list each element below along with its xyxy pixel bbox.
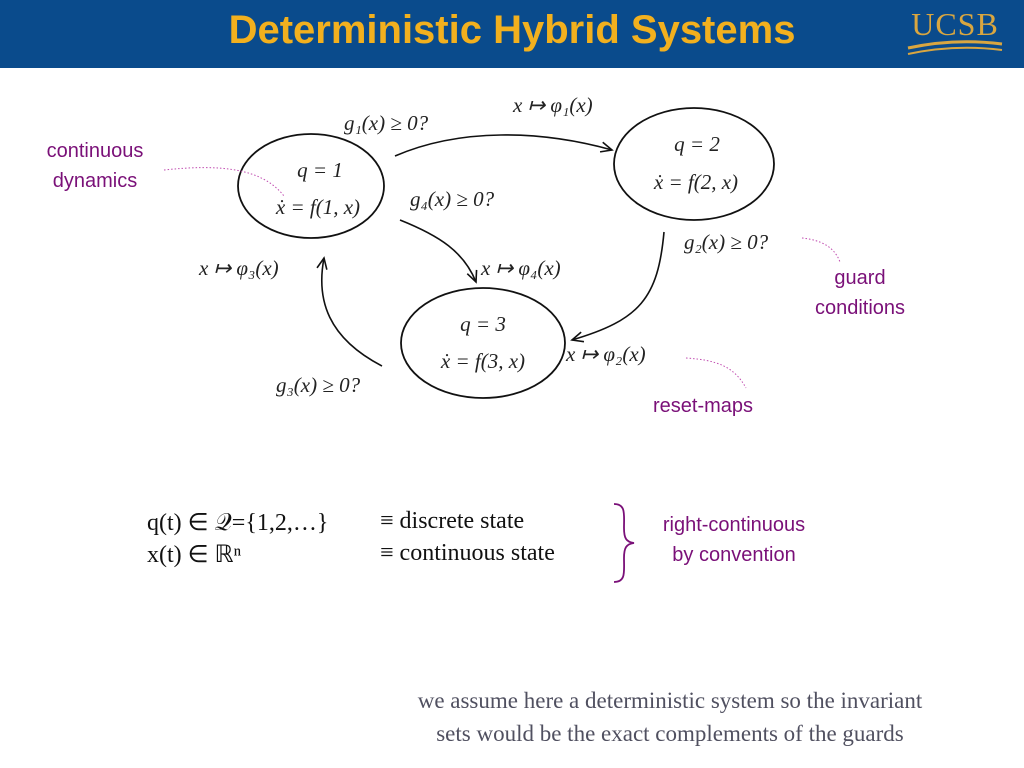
guard-g1: g₁(x) ≥ 0? (344, 111, 429, 135)
reset-phi3: x ↦ φ₃(x) (198, 256, 279, 280)
logo-text: UCSB (911, 6, 999, 42)
annotation-reset-maps: reset-maps (652, 395, 754, 417)
continuous-state-lhs: x(t) ∈ ℝⁿ (147, 542, 242, 568)
node-q1 (237, 133, 385, 239)
brace-icon (613, 503, 635, 583)
continuous-state-rhs: ≡ continuous state (380, 540, 555, 566)
annotation-right-continuous-line2: by convention (672, 544, 796, 566)
leader-continuous-dynamics (163, 167, 285, 197)
reset-phi1: x ↦ φ₁(x) (512, 93, 593, 117)
slide-title: Deterministic Hybrid Systems (228, 8, 796, 52)
logo-swoosh-icon (907, 40, 1003, 55)
guard-g4: g₄(x) ≥ 0? (410, 187, 495, 211)
discrete-state-lhs: q(t) ∈ 𝒬={1,2,…} (147, 510, 329, 536)
node-q1-dynamics: ẋ = f(1, x) (275, 195, 360, 219)
node-q2-dynamics: ẋ = f(2, x) (653, 170, 738, 194)
guard-g2: g₂(x) ≥ 0? (684, 230, 769, 254)
annotation-continuous-dynamics: continuous dynamics (30, 136, 160, 196)
node-q3-dynamics: ẋ = f(3, x) (440, 349, 525, 373)
edge-q1-q2 (394, 134, 614, 157)
annotation-right-continuous: right-continuous by convention (644, 510, 824, 570)
reset-phi4: x ↦ φ₄(x) (480, 256, 561, 280)
annotation-continuous-line1: continuous (46, 140, 144, 162)
edge-q3-q1 (316, 256, 383, 367)
leader-reset-maps (685, 357, 747, 389)
footer-line2: sets would be the exact complements of t… (436, 721, 904, 746)
annotation-continuous-line2: dynamics (52, 170, 138, 192)
footer-note: we assume here a deterministic system so… (340, 684, 1000, 750)
discrete-state-rhs: ≡ discrete state (380, 508, 525, 534)
hybrid-automaton-diagram: q = 1 ẋ = f(1, x) q = 2 ẋ = f(2, x) q = … (163, 93, 841, 399)
footer-line1: we assume here a deterministic system so… (417, 688, 923, 713)
reset-phi2: x ↦ φ₂(x) (565, 342, 646, 366)
annotation-right-continuous-line1: right-continuous (662, 514, 806, 536)
node-q2-mode: q = 2 (674, 132, 720, 156)
ucsb-logo: UCSB (900, 4, 1010, 60)
node-q2 (613, 107, 775, 221)
edge-q2-q3 (570, 231, 665, 343)
annotation-guard-line2: conditions (814, 297, 906, 319)
node-q1-mode: q = 1 (297, 158, 343, 182)
guard-g3: g₃(x) ≥ 0? (276, 373, 361, 397)
annotation-guard-conditions: guard conditions (800, 263, 920, 323)
node-q3 (400, 287, 566, 399)
node-q3-mode: q = 3 (460, 312, 506, 336)
annotation-guard-line1: guard (834, 267, 886, 289)
leader-guard-conditions (801, 237, 841, 263)
slide-header: Deterministic Hybrid Systems UCSB (0, 0, 1024, 68)
edge-q1-q3 (399, 219, 478, 284)
